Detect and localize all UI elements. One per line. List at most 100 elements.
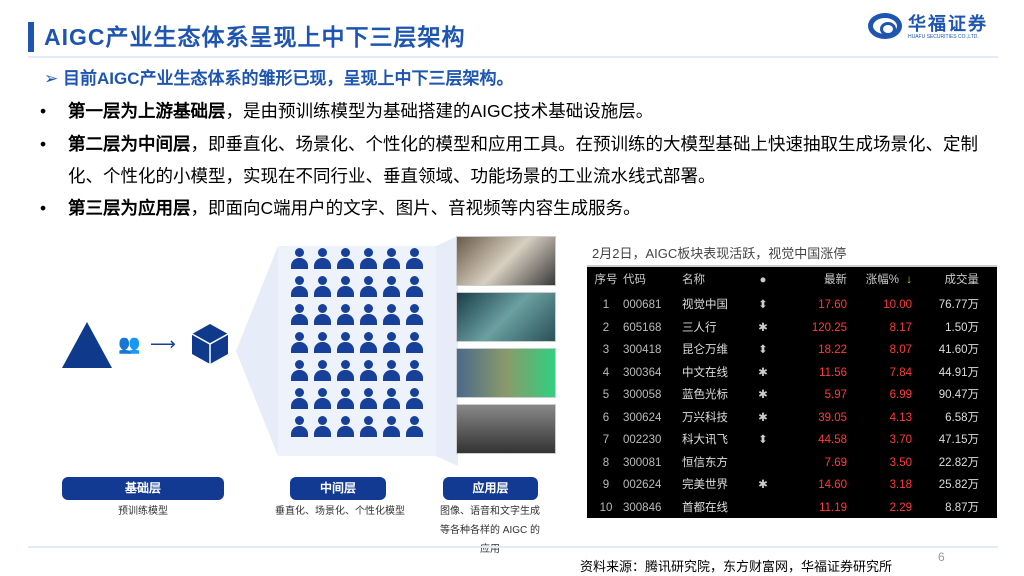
person-icon <box>336 416 354 438</box>
table-header: 序号 代码 名称 ● 最新 涨幅% ↓ 成交量 <box>587 269 997 292</box>
change-pct: 3.18 <box>889 479 912 491</box>
person-icon <box>405 248 423 270</box>
person-icon <box>313 276 331 298</box>
stock-code: 605168 <box>623 321 662 334</box>
person-icon <box>382 388 400 410</box>
volume: 41.60万 <box>938 344 979 356</box>
person-icon <box>382 332 400 354</box>
marker-icon: ✱ <box>758 366 768 379</box>
volume: 22.82万 <box>938 456 979 469</box>
header-index[interactable]: 序号 <box>594 274 618 286</box>
person-icon <box>359 332 377 354</box>
stock-name: 首都在线 <box>682 501 728 514</box>
person-icon <box>405 276 423 298</box>
header-marker[interactable]: ● <box>759 274 767 286</box>
stock-code: 300846 <box>623 501 662 514</box>
latest-price: 14.60 <box>818 479 847 491</box>
stock-code: 300624 <box>623 411 662 424</box>
stock-code: 000681 <box>623 299 662 311</box>
segmentation-image <box>456 348 556 398</box>
astronaut-horse-image <box>456 236 556 286</box>
stock-name: 三人行 <box>682 321 717 334</box>
change-pct: 4.13 <box>889 411 912 424</box>
person-icon <box>313 360 331 382</box>
volume: 47.15万 <box>938 434 979 446</box>
header-latest[interactable]: 最新 <box>824 274 847 286</box>
person-icon <box>405 416 423 438</box>
layer-label-application: 应用层 <box>443 477 538 500</box>
person-icon <box>405 388 423 410</box>
volume: 25.82万 <box>938 479 979 491</box>
person-icon <box>382 276 400 298</box>
layer-label-foundation: 基础层 <box>62 477 224 500</box>
cube-icon <box>191 324 229 364</box>
arrow-right-icon: ➢ <box>44 69 63 88</box>
stock-code: 300081 <box>623 456 662 469</box>
person-icon <box>336 248 354 270</box>
users-icon: 👥 <box>118 334 141 354</box>
generated-art-image <box>456 292 556 342</box>
change-pct: 7.84 <box>889 366 912 379</box>
bullet-item: •第三层为应用层，即面向C端用户的文字、图片、音视频等内容生成服务。 <box>40 198 641 218</box>
latest-price: 11.56 <box>819 366 847 379</box>
stock-name: 完美世界 <box>682 479 728 491</box>
stock-code: 002230 <box>623 434 662 446</box>
bullet-heading: 第一层为上游基础层 <box>68 101 226 121</box>
person-icon <box>313 416 331 438</box>
title-divider <box>28 56 998 58</box>
bullet-text: ，即垂直化、场景化、个性化的模型和应用工具。在预训练的大模型基础上快速抽取生成场… <box>68 134 978 186</box>
header-code[interactable]: 代码 <box>623 274 646 286</box>
logo-mark-icon <box>868 13 902 39</box>
street-scene-image <box>456 404 556 454</box>
stock-name: 视觉中国 <box>682 299 728 311</box>
stock-code: 300364 <box>623 366 662 379</box>
bullet-item: •第一层为上游基础层，是由预训练模型为基础搭建的AIGC技术基础设施层。 <box>40 101 654 121</box>
person-icon <box>336 360 354 382</box>
page-title: AIGC产业生态体系呈现上中下三层架构 <box>44 24 466 50</box>
layer-label-middle: 中间层 <box>290 477 386 500</box>
stock-code: 300418 <box>623 344 662 356</box>
volume: 76.77万 <box>938 299 979 311</box>
latest-price: 120.25 <box>811 321 847 334</box>
header-change[interactable]: 涨幅% <box>865 274 899 286</box>
person-icon <box>290 276 308 298</box>
row-index: 4 <box>602 366 610 379</box>
title-accent-bar <box>28 22 34 52</box>
table-caption: 2月2日，AIGC板块表现活跃，视觉中国涨停 <box>592 246 847 261</box>
change-pct: 8.07 <box>889 344 912 356</box>
company-logo: 华福证券 HUAFU SECURITIES CO.,LTD. <box>862 10 997 44</box>
volume: 90.47万 <box>938 389 979 401</box>
bullet-item: •第二层为中间层，即垂直化、场景化、个性化的模型和应用工具。在预训练的大模型基础… <box>40 134 978 186</box>
person-icon <box>382 416 400 438</box>
header-volume[interactable]: 成交量 <box>944 274 980 286</box>
person-icon <box>313 388 331 410</box>
person-icon <box>290 360 308 382</box>
bullet-text: ，是由预训练模型为基础搭建的AIGC技术基础设施层。 <box>225 101 654 121</box>
arrow-down-icon: ↓ <box>906 274 912 286</box>
middle-layer-models-grid <box>290 248 430 448</box>
stock-name: 科大讯飞 <box>682 434 728 446</box>
marker-icon: ✱ <box>758 411 768 424</box>
row-index: 7 <box>602 434 610 446</box>
volume: 8.87万 <box>945 501 979 514</box>
person-icon <box>290 304 308 326</box>
bullet-heading: 第三层为应用层 <box>68 198 191 218</box>
header-name[interactable]: 名称 <box>682 274 705 286</box>
person-icon <box>405 360 423 382</box>
latest-price: 18.22 <box>818 344 847 356</box>
latest-price: 39.05 <box>818 411 847 424</box>
footer-divider <box>28 546 998 548</box>
row-index: 6 <box>602 411 610 424</box>
layer-desc-middle: 垂直化、场景化、个性化模型 <box>275 506 405 517</box>
person-icon <box>290 248 308 270</box>
